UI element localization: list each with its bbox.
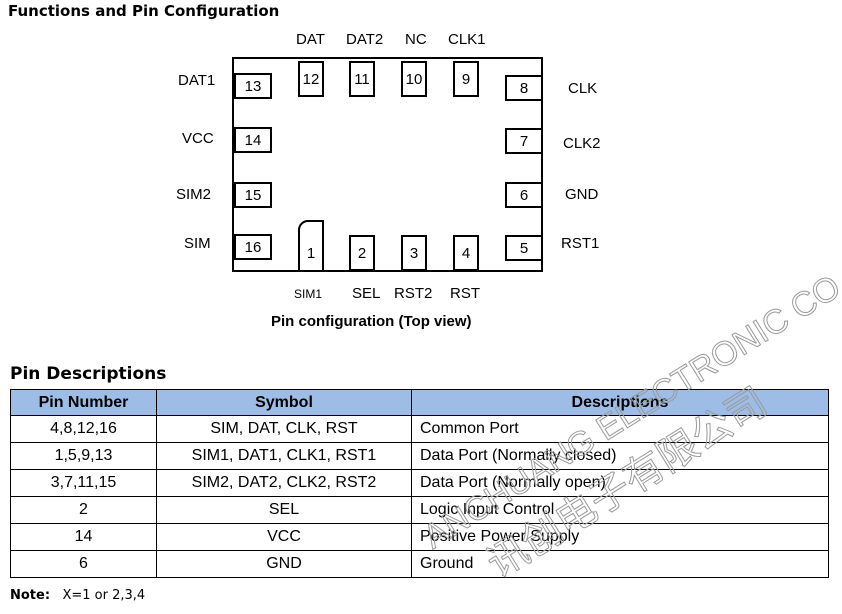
table-row: 3,7,11,15 SIM2, DAT2, CLK2, RST2 Data Po… <box>10 469 829 497</box>
column-header: Symbol <box>156 389 412 416</box>
symbol-cell: SIM, DAT, CLK, RST <box>156 415 412 443</box>
pin-label-left: VCC <box>182 130 214 147</box>
footnote: Note: X=1 or 2,3,4 <box>10 588 145 603</box>
table-row: 4,8,12,16 SIM, DAT, CLK, RST Common Port <box>10 415 829 443</box>
pin-number-cell: 3,7,11,15 <box>10 469 157 497</box>
table-row: 2 SEL Logic Input Control <box>10 496 829 524</box>
column-header: Pin Number <box>10 389 157 416</box>
pin-label-top: DAT2 <box>346 31 384 48</box>
pin-label-bottom: SIM1 <box>294 287 323 301</box>
note-text: X=1 or 2,3,4 <box>62 588 146 603</box>
pin-number-cell: 1,5,9,13 <box>10 442 157 470</box>
description-cell: Ground <box>411 550 829 578</box>
section-title: Functions and Pin Configuration <box>8 2 280 20</box>
symbol-cell: GND <box>156 550 412 578</box>
pin-label-right: CLK2 <box>563 135 601 152</box>
symbol-cell: SIM2, DAT2, CLK2, RST2 <box>156 469 412 497</box>
pin-label-bottom: SEL <box>352 285 381 302</box>
pin-pad: 4 <box>453 235 479 271</box>
pin-label-left: SIM2 <box>176 186 212 203</box>
pin-label-bottom: RST <box>450 285 480 302</box>
description-cell: Common Port <box>411 415 829 443</box>
column-header: Descriptions <box>411 389 829 416</box>
pin-number-cell: 4,8,12,16 <box>10 415 157 443</box>
symbol-cell: VCC <box>156 523 412 551</box>
description-cell: Positive Power Supply <box>411 523 829 551</box>
description-cell: Logic Input Control <box>411 496 829 524</box>
pin-pad: 12 <box>298 61 324 97</box>
pin-number-cell: 14 <box>10 523 157 551</box>
pin-pad: 9 <box>453 61 479 97</box>
pin-label-right: RST1 <box>561 235 600 252</box>
pin-label-top: DAT <box>296 31 325 48</box>
pin-pad: 15 <box>234 182 272 208</box>
pin-label-right: CLK <box>568 80 598 97</box>
pin-pad: 13 <box>234 73 272 99</box>
pin-number-cell: 6 <box>10 550 157 578</box>
diagram-caption: Pin configuration (Top view) <box>271 313 472 330</box>
pin-pad: 11 <box>349 61 375 97</box>
table-row: 14 VCC Positive Power Supply <box>10 523 829 551</box>
pin-label-left: SIM <box>184 235 211 252</box>
description-cell: Data Port (Normally open) <box>411 469 829 497</box>
pin-pad: 7 <box>505 128 543 154</box>
pin-number-cell: 2 <box>10 496 157 524</box>
pin-pad: 10 <box>401 61 427 97</box>
pin-pad: 3 <box>401 235 427 271</box>
note-label: Note: <box>10 588 51 603</box>
pin-pad: 1 <box>298 220 324 272</box>
table-row: 1,5,9,13 SIM1, DAT1, CLK1, RST1 Data Por… <box>10 442 829 470</box>
pin-pad: 16 <box>234 234 272 260</box>
symbol-cell: SIM1, DAT1, CLK1, RST1 <box>156 442 412 470</box>
pin-pad: 8 <box>505 75 543 101</box>
pin-pad: 5 <box>505 235 543 261</box>
pin-pad: 2 <box>349 235 375 271</box>
pin-label-top: NC <box>405 31 427 48</box>
table-header-row: Pin Number Symbol Descriptions <box>10 389 829 416</box>
pin-label-left: DAT1 <box>178 72 216 89</box>
pin-pad: 14 <box>234 127 272 153</box>
table-title: Pin Descriptions <box>10 364 167 384</box>
table-row: 6 GND Ground <box>10 550 829 578</box>
pin-label-bottom: RST2 <box>394 285 433 302</box>
symbol-cell: SEL <box>156 496 412 524</box>
pin-label-right: GND <box>565 186 599 203</box>
pin-label-top: CLK1 <box>448 31 486 48</box>
package-outline: 12 11 10 9 13 14 15 16 8 7 6 5 1 2 3 4 <box>232 57 543 272</box>
pin-description-table: Pin Number Symbol Descriptions 4,8,12,16… <box>10 389 829 578</box>
description-cell: Data Port (Normally closed) <box>411 442 829 470</box>
pin-pad: 6 <box>505 182 543 208</box>
